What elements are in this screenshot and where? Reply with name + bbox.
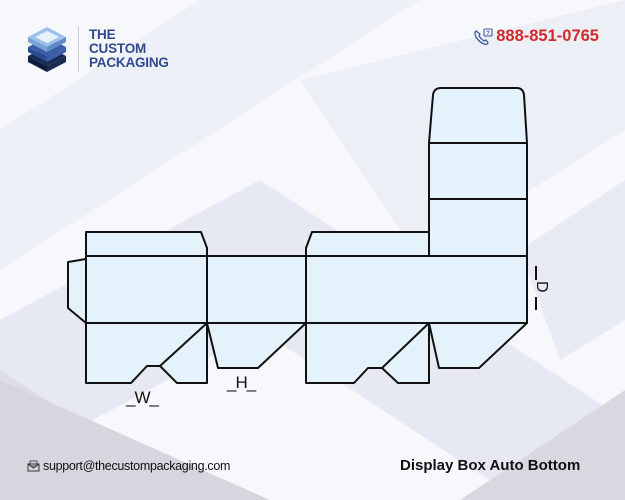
left-bottom-diagonal — [159, 322, 208, 367]
email-address[interactable]: support@thecustompackaging.com — [43, 459, 231, 473]
stacked-boxes-icon — [28, 27, 66, 72]
svg-text:?: ? — [486, 31, 490, 37]
phone-icon: ? — [474, 27, 493, 45]
depth-dimension-label: D — [513, 281, 550, 294]
logo-divider — [78, 26, 79, 72]
brand-name-line: PACKAGING — [89, 55, 169, 70]
middle-bottom-flap — [206, 322, 307, 369]
phone-link[interactable]: ? 888-851-0765 — [473, 27, 599, 46]
lid-back-panel — [428, 198, 528, 257]
side-glue-flap — [67, 258, 87, 324]
left-main-panel — [85, 255, 208, 324]
right-bottom-diagonal — [381, 322, 430, 369]
depth-label-text: D — [533, 281, 550, 292]
phone-number[interactable]: 888-851-0765 — [496, 27, 599, 45]
brand-name-line: CUSTOM — [89, 41, 147, 56]
right-top-flap — [305, 231, 430, 257]
right-main-panel — [305, 255, 528, 324]
right-bottom-flap-b — [428, 322, 528, 369]
right-bottom-flap-a — [305, 322, 430, 384]
left-top-flap — [85, 231, 208, 257]
middle-panel — [206, 255, 307, 324]
email-link[interactable]: support@thecustompackaging.com — [27, 459, 230, 473]
left-bottom-flap — [85, 322, 208, 384]
brand-name: THE CUSTOM PACKAGING — [89, 28, 169, 70]
brand-logo[interactable]: THE CUSTOM PACKAGING — [26, 26, 169, 72]
lid-tuck-flap — [428, 87, 528, 144]
height-dimension-label: _H_ — [227, 373, 256, 392]
mail-icon — [27, 460, 40, 472]
brand-name-line: THE — [89, 27, 116, 42]
width-dimension-label: _W_ — [126, 388, 159, 407]
diagram-title: Display Box Auto Bottom — [400, 457, 581, 474]
lid-top-panel — [428, 142, 528, 200]
